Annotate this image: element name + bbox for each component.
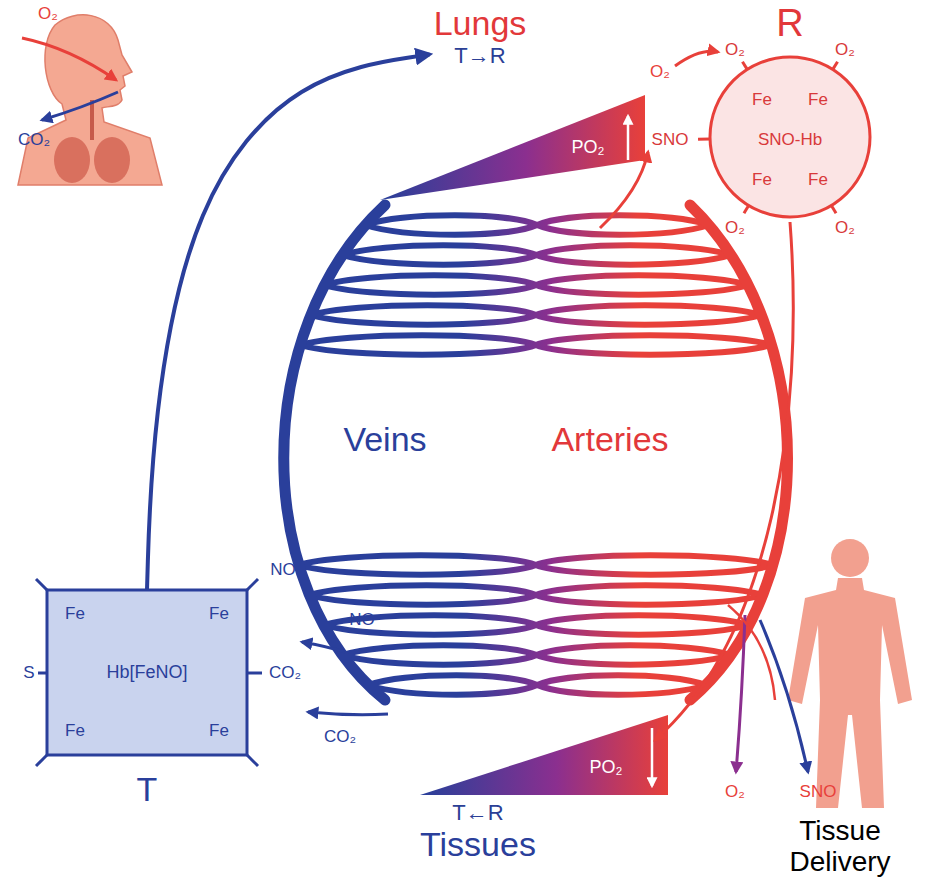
- node-heading: Lungs: [434, 4, 527, 43]
- gradient-label: PO₂: [572, 138, 605, 158]
- organ-heading: T←RTissues: [420, 800, 536, 864]
- organ-heading: LungsT→R: [434, 4, 527, 68]
- capillary: [301, 335, 772, 355]
- capillary: [309, 585, 762, 605]
- capillary: [324, 275, 748, 295]
- capillary: [309, 585, 762, 605]
- capillary: [299, 555, 773, 575]
- head-lungs-figure: [18, 15, 162, 185]
- node-text: Fe: [808, 171, 828, 190]
- node-text: Fe: [752, 91, 772, 110]
- node-text: SNO: [652, 131, 689, 150]
- node-text: Fe: [808, 91, 828, 110]
- node-text: Fe: [65, 605, 85, 624]
- capillary: [342, 645, 731, 665]
- node-text: SNO-Hb: [758, 131, 822, 150]
- t-state-hemoglobin: NOFeFeSHb[FeNO]CO₂FeFeT: [15, 578, 315, 818]
- rise-arrow: [627, 116, 630, 160]
- vessel-network: [284, 205, 788, 700]
- capillary: [342, 245, 731, 265]
- vessel-label: Arteries: [551, 421, 668, 458]
- box-outline: [15, 578, 315, 818]
- figure-caption: Tissue Delivery: [765, 816, 915, 878]
- sno-arrow: [600, 152, 648, 228]
- delivery-arrow: [655, 222, 793, 740]
- node-text: CO₂: [269, 664, 301, 683]
- po2-gradient-wedge: [420, 715, 668, 795]
- node-text: O₂: [725, 41, 745, 60]
- r-state-hemoglobin: RO₂O₂FeFeSNOSNO-HbFeFeO₂O₂: [680, 2, 900, 262]
- co2-release-arrow: [308, 712, 388, 715]
- capillary: [342, 645, 731, 665]
- state-label: R: [776, 3, 803, 45]
- node-text: O₂: [725, 219, 745, 238]
- capillary: [368, 675, 706, 695]
- artery-branch: [728, 605, 775, 700]
- transit-arrow: [147, 54, 430, 590]
- oxygen-release-arrow: [736, 615, 745, 772]
- node-text: Fe: [752, 171, 772, 190]
- gradient-label: PO₂: [590, 758, 623, 778]
- node-text: Tissues: [420, 825, 536, 864]
- capillary: [324, 275, 748, 295]
- node-text: NO: [270, 561, 296, 580]
- capillary: [299, 555, 773, 575]
- node-heading: T←R: [420, 800, 536, 825]
- capillary: [301, 335, 772, 355]
- capillary: [368, 675, 706, 695]
- capillary: [324, 615, 748, 635]
- state-label: T: [137, 771, 158, 808]
- gas-label: NO: [349, 611, 375, 630]
- artery-trunk: [690, 205, 788, 700]
- node-text: O₂: [835, 41, 855, 60]
- node-text: T→R: [434, 43, 527, 68]
- po2-gradient-wedge: [380, 95, 645, 200]
- vessel-label: Veins: [343, 421, 426, 458]
- no-release-arrow: [302, 642, 345, 652]
- gas-label: O₂: [38, 5, 58, 24]
- node-text: Fe: [65, 722, 85, 741]
- capillary: [311, 305, 761, 325]
- capillary: [311, 305, 761, 325]
- gas-label: O₂: [725, 783, 745, 802]
- capillary: [365, 215, 709, 235]
- capillary: [365, 215, 709, 235]
- capillary: [342, 245, 731, 265]
- node-text: S: [23, 664, 34, 683]
- node-text: Fe: [209, 722, 229, 741]
- sno-release-arrow: [760, 620, 808, 772]
- node-text: O₂: [835, 219, 855, 238]
- fall-arrow: [651, 728, 654, 786]
- oxygen-arrow: [675, 51, 718, 66]
- node-text: Fe: [209, 605, 229, 624]
- gas-label: CO₂: [18, 131, 50, 150]
- capillary: [324, 615, 748, 635]
- node-text: Hb[FeNO]: [106, 663, 187, 683]
- gas-label: CO₂: [324, 728, 356, 747]
- gas-label: O₂: [650, 63, 670, 82]
- gas-label: SNO: [800, 783, 837, 802]
